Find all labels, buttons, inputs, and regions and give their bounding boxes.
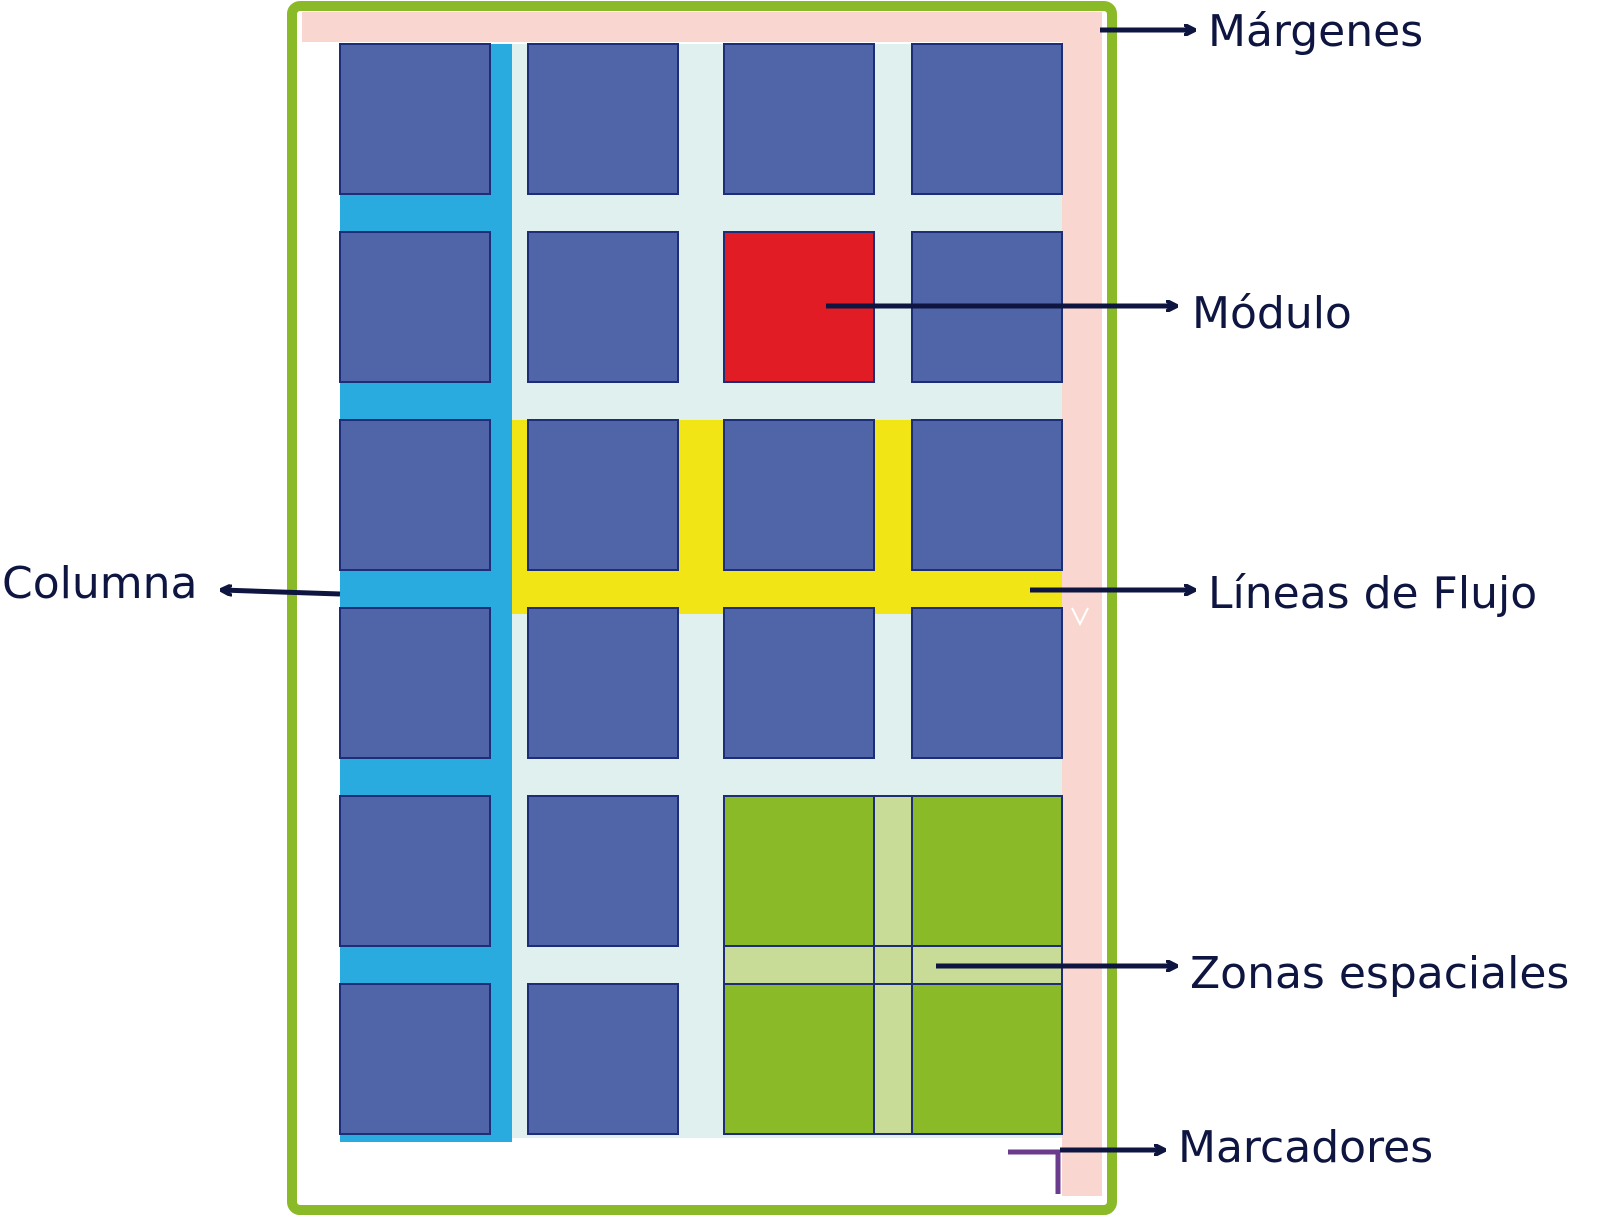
module (527, 795, 679, 947)
module (339, 607, 491, 759)
module (527, 419, 679, 571)
module (911, 43, 1063, 195)
modulo-label: Módulo (1192, 288, 1352, 339)
lineas-de-flujo-label: Líneas de Flujo (1208, 568, 1537, 619)
columna-label: Columna (2, 558, 197, 609)
module (339, 983, 491, 1135)
module (339, 795, 491, 947)
margenes-label: Márgenes (1208, 6, 1423, 57)
column-band (340, 44, 512, 1142)
module (527, 231, 679, 383)
marcadores-label: Marcadores (1178, 1122, 1433, 1173)
columna-arrow (222, 590, 341, 597)
module (527, 983, 679, 1135)
module (911, 607, 1063, 759)
module (339, 419, 491, 571)
module (723, 43, 875, 195)
module (527, 607, 679, 759)
module (339, 231, 491, 383)
margin-right (1062, 12, 1102, 1196)
module (339, 43, 491, 195)
chevron-down-icon (1071, 607, 1089, 627)
zonas-espaciales-label: Zonas espaciales (1190, 948, 1569, 999)
module (723, 607, 875, 759)
module-grid (339, 43, 1063, 1135)
margin-top (302, 12, 1102, 42)
module (911, 419, 1063, 571)
module (527, 43, 679, 195)
module (723, 419, 875, 571)
marker-corner (1008, 1149, 1061, 1194)
